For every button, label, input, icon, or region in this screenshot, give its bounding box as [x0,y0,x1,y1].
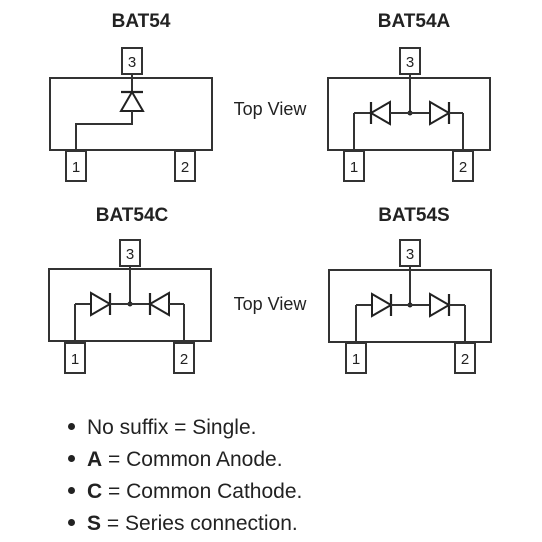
pin-2: 2 [454,342,476,374]
pin-2: 2 [452,150,474,182]
pin-3: 3 [119,239,141,267]
top-view-label: Top View [234,99,308,119]
diode-symbols [74,266,185,343]
bullet-icon [68,422,75,430]
pin-3: 3 [399,47,421,75]
legend-text: = Common Anode. [102,448,283,471]
bullet-icon [68,486,75,494]
pin-label: 2 [461,351,469,368]
pin-label: 3 [406,54,414,71]
legend-key: C [87,480,103,503]
pin-box [174,150,196,182]
pin-label: 1 [72,159,80,176]
pin-label: 1 [71,351,79,368]
top-view-label: Top View [234,294,308,314]
package-title: BAT54A [378,11,451,32]
pin-3: 3 [399,239,421,267]
pin-label: 2 [181,159,189,176]
diode-configuration-diagram: BAT54 3 1 2 BAT54A 3 1 [48,11,492,374]
legend-text: No suffix = Single. [87,416,257,439]
suffix-legend: No suffix = Single. A = Common Anode. C … [66,412,302,540]
package-title: BAT54 [112,11,171,32]
package-bat54s: BAT54S 3 1 2 [328,205,492,374]
pin-2: 2 [174,150,196,182]
legend-key: A [87,448,103,471]
diode-symbols [353,74,464,151]
legend-key: S [87,512,102,535]
pin-label: 3 [406,246,414,263]
pin-2: 2 [173,342,195,374]
bullet-icon [68,518,75,526]
pin-label: 3 [126,246,134,263]
legend-item-common-anode: A = Common Anode. [66,444,302,476]
bullet-icon [68,454,75,462]
pin-1: 1 [343,150,365,182]
pin-1: 1 [65,150,87,182]
package-title: BAT54C [96,205,169,226]
package-title: BAT54S [378,205,449,226]
pin-1: 1 [64,342,86,374]
diode-symbol [75,74,145,151]
package-bat54a: BAT54A 3 1 2 [327,11,491,182]
pin-1: 1 [345,342,367,374]
pin-label: 1 [350,159,358,176]
package-bat54c: BAT54C 3 1 2 [48,205,212,374]
package-bat54: BAT54 3 1 2 [49,11,213,182]
pin-label: 2 [459,159,467,176]
legend-text: = Common Cathode. [102,480,303,503]
diode-symbols [355,266,466,343]
legend-text: = Series connection. [101,512,298,535]
pin-label: 2 [180,351,188,368]
pin-label: 1 [352,351,360,368]
pin-3: 3 [121,47,143,75]
legend-item-common-cathode: C = Common Cathode. [66,476,302,508]
legend-item-single: No suffix = Single. [66,412,302,444]
legend-item-series: S = Series connection. [66,508,302,540]
pin-label: 3 [128,54,136,71]
